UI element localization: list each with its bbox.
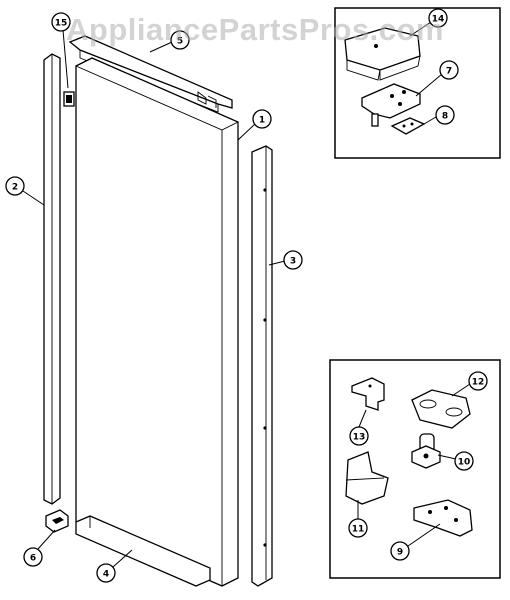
svg-text:8: 8: [442, 112, 448, 122]
callout-8: 8: [435, 105, 455, 125]
hinge-arm-part-12: [411, 389, 471, 429]
base-plate-part-9: [413, 499, 473, 537]
svg-text:15: 15: [55, 19, 68, 29]
callout-4: 4: [96, 563, 116, 583]
callout-5: 5: [170, 30, 190, 50]
hinge-plate-part-7: [361, 83, 421, 127]
hinge-inset-box-bottom: [329, 359, 501, 579]
callout-11: 11: [348, 518, 368, 538]
leader-lines: [22, 21, 471, 568]
door-panel-part: [74, 57, 240, 587]
callout-15: 15: [51, 12, 71, 32]
bracket-part-13: [351, 377, 385, 411]
right-strip-part: [251, 145, 273, 587]
callout-9: 9: [390, 541, 410, 561]
callout-14: 14: [428, 8, 448, 28]
svg-text:11: 11: [352, 525, 365, 535]
callout-10: 10: [454, 451, 474, 471]
shim-part-8: [390, 117, 426, 135]
svg-text:7: 7: [446, 67, 452, 77]
svg-text:9: 9: [397, 548, 403, 558]
bottom-trim-part: [75, 515, 211, 587]
svg-text:14: 14: [432, 15, 445, 25]
top-trim-part: [68, 35, 233, 113]
svg-text:1: 1: [259, 116, 265, 126]
callout-3: 3: [283, 250, 303, 270]
hinge-cover-part-14: [344, 27, 421, 81]
svg-text:12: 12: [472, 378, 485, 388]
hinge-pin-part-10: [411, 433, 441, 469]
svg-text:2: 2: [12, 183, 18, 193]
svg-text:4: 4: [103, 570, 109, 580]
callout-7: 7: [439, 60, 459, 80]
hinge-block-part-6: [45, 509, 69, 533]
callout-13: 13: [349, 426, 369, 446]
callout-12: 12: [468, 371, 488, 391]
clip-part-15: [63, 91, 75, 107]
left-strip-part: [43, 53, 61, 505]
svg-text:13: 13: [353, 433, 366, 443]
svg-text:6: 6: [30, 554, 36, 564]
hinge-cover-part-11: [345, 451, 389, 505]
svg-text:3: 3: [290, 257, 296, 267]
callout-6: 6: [23, 547, 43, 567]
callout-2: 2: [5, 176, 25, 196]
hinge-inset-box-top: [334, 7, 501, 159]
callout-1: 1: [252, 109, 272, 129]
svg-text:10: 10: [458, 458, 471, 468]
svg-text:5: 5: [177, 37, 183, 47]
